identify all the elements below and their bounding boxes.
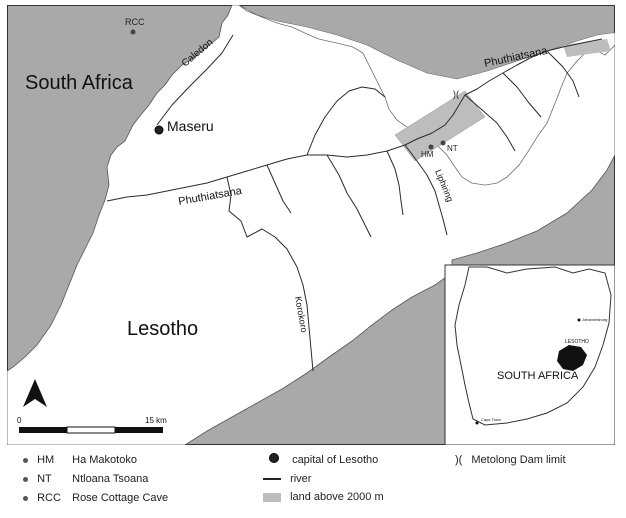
legend-hm-name: Ha Makotoko <box>72 454 137 466</box>
rcc-point <box>130 29 136 35</box>
rcc-label: RCC <box>125 17 145 27</box>
site-point-icon <box>23 496 28 501</box>
river-caledon <box>156 34 234 126</box>
river-liphiring <box>404 144 448 236</box>
legend-nt: NT Ntloana Tsoana <box>23 473 148 485</box>
legend-rcc: RCC Rose Cottage Cave <box>23 492 168 504</box>
land-above-2000m-east <box>563 39 611 57</box>
legend-rcc-name: Rose Cottage Cave <box>72 492 169 504</box>
scale-bar-end: 15 km <box>145 416 167 425</box>
legend-nt-code: NT <box>37 473 52 485</box>
inset-south-africa-label: SOUTH AFRICA <box>497 370 579 382</box>
inset-lesotho-shape <box>557 345 587 371</box>
maseru-capital-point <box>154 125 164 135</box>
river-phuthiatsana-trib-3 <box>226 176 314 372</box>
legend-river-label: river <box>290 473 312 485</box>
map-frame: )( South Africa Lesotho Maseru RCC HM NT… <box>6 4 616 446</box>
legend-river: river <box>263 473 311 485</box>
land-above-2000m <box>394 90 486 162</box>
river-line-icon <box>263 478 281 481</box>
land-swatch-icon <box>263 492 281 502</box>
river-phuthiatsana-trib-1 <box>306 86 386 156</box>
rivers <box>106 34 603 372</box>
legend-land: land above 2000 m <box>263 491 384 503</box>
dam-limit-icon: )( <box>455 454 463 466</box>
scale-bar: 0 15 km <box>17 416 167 434</box>
inset-map: SOUTH AFRICA LESOTHO Johannesburg Cape T… <box>444 264 616 446</box>
nt-label: NT <box>447 144 458 153</box>
dam-limit-marker: )( <box>453 89 459 99</box>
site-point-icon <box>23 458 28 463</box>
inset-cape-town-label: Cape Town <box>481 417 501 422</box>
map-svg: )( South Africa Lesotho Maseru RCC HM NT… <box>6 4 616 446</box>
hm-label: HM <box>421 150 434 159</box>
capital-point-icon <box>269 453 279 463</box>
legend-nt-name: Ntloana Tsoana <box>72 473 149 485</box>
legend-land-label: land above 2000 m <box>290 491 384 503</box>
legend-rcc-code: RCC <box>37 492 61 504</box>
inset-lesotho-label: LESOTHO <box>565 339 589 345</box>
inset-south-africa-outline <box>454 266 612 426</box>
south-africa-label: South Africa <box>25 72 134 94</box>
legend-dam: )( Metolong Dam limit <box>455 454 566 466</box>
site-point-icon <box>23 477 28 482</box>
inset-johannesburg-point <box>577 318 581 322</box>
legend-hm: HM Ha Makotoko <box>23 454 137 466</box>
river-phuthiatsana-trib-4 <box>266 164 292 214</box>
river-liphiring-trib <box>386 150 404 216</box>
river-east-trib-1 <box>464 94 516 152</box>
river-east-trib-2 <box>502 72 542 118</box>
inset-johannesburg-label: Johannesburg <box>582 317 607 322</box>
river-phuthiatsana-trib-2 <box>326 154 372 238</box>
lesotho-label: Lesotho <box>127 318 198 340</box>
north-arrow-icon <box>23 379 47 407</box>
river-east-trib-3 <box>546 50 580 98</box>
legend-dam-label: Metolong Dam limit <box>471 454 566 466</box>
caledon-valley <box>238 4 616 186</box>
map-legend: HM Ha Makotoko NT Ntloana Tsoana RCC Ros… <box>7 448 615 512</box>
nt-point <box>440 140 446 146</box>
legend-hm-code: HM <box>37 454 55 466</box>
hm-point <box>428 144 434 150</box>
legend-capital: capital of Lesotho <box>269 453 378 466</box>
maseru-label: Maseru <box>167 118 214 134</box>
scale-bar-start: 0 <box>17 416 22 425</box>
inset-cape-town-point <box>475 421 479 425</box>
legend-capital-label: capital of Lesotho <box>292 454 379 466</box>
